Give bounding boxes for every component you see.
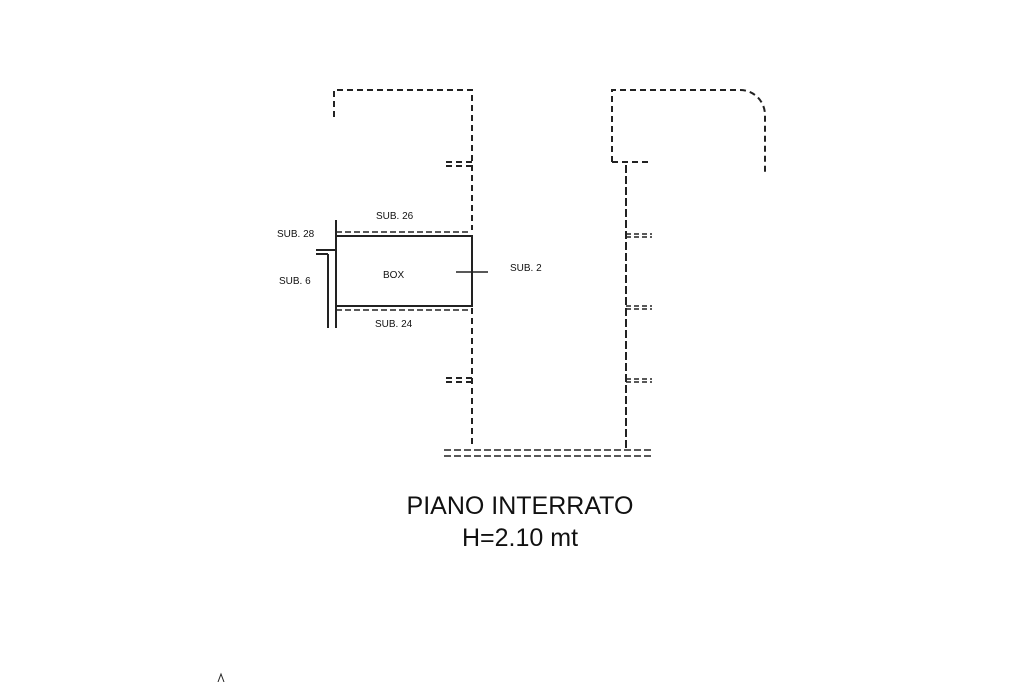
left-side-wall xyxy=(316,249,336,328)
label-sub-6: SUB. 6 xyxy=(279,276,311,287)
plan-height: H=2.10 mt xyxy=(461,524,579,552)
label-sub-26: SUB. 26 xyxy=(376,211,414,222)
plan-title: PIANO INTERRATO xyxy=(406,492,634,520)
label-box: BOX xyxy=(383,270,405,281)
corridor-bottom-edge xyxy=(444,449,652,457)
label-sub-24: SUB. 24 xyxy=(375,319,413,330)
left-corridor-wall xyxy=(446,308,473,448)
left-upper-block xyxy=(333,89,473,230)
stray-mark xyxy=(217,672,225,682)
label-sub-28: SUB. 28 xyxy=(277,229,315,240)
box-dividers xyxy=(336,231,470,311)
right-upper-block xyxy=(611,89,766,172)
label-sub-2: SUB. 2 xyxy=(510,263,542,274)
right-corridor-wall xyxy=(625,165,652,450)
